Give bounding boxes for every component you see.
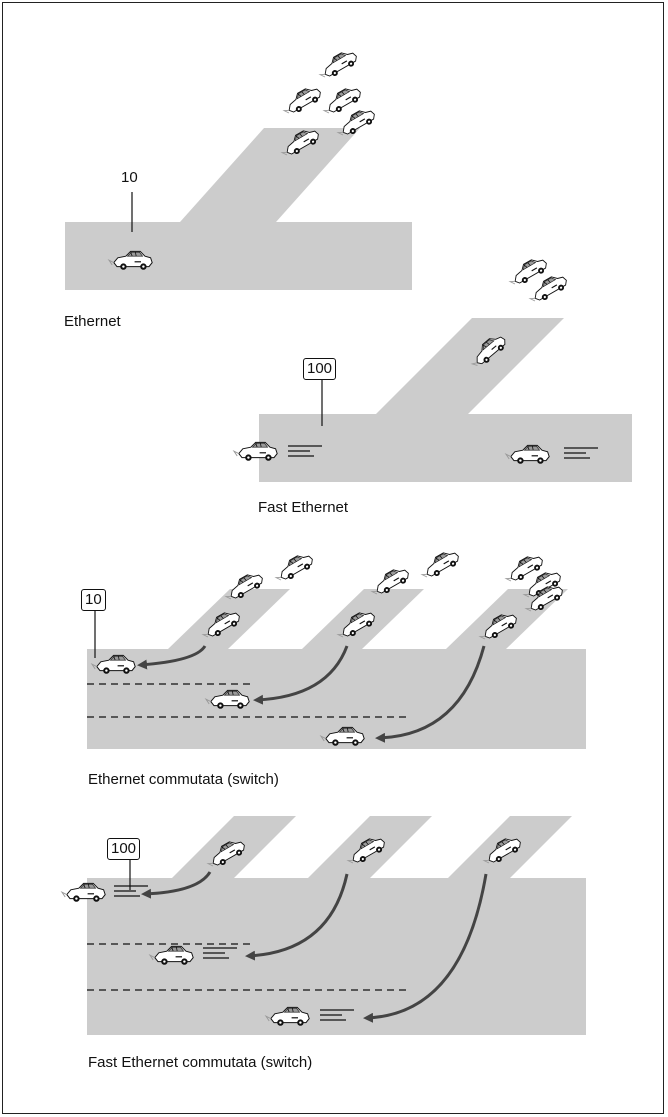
route-arrow: [141, 871, 212, 899]
caption-switched-ethernet: Ethernet commutata (switch): [88, 771, 279, 788]
route-arrow: [137, 645, 207, 670]
route-arrow: [245, 873, 349, 961]
car-icon: [279, 82, 325, 119]
car-icon: [417, 546, 463, 583]
speed-label-fast-ethernet: 100: [303, 358, 337, 380]
caption-ethernet: Ethernet: [64, 313, 121, 330]
speed-label-switched-fast-ethernet: 100: [107, 838, 141, 860]
panel-switched-ethernet: [87, 546, 586, 749]
panel-switched-fast-ethernet: [61, 816, 586, 1035]
speed-label-switched-ethernet: 10: [81, 589, 106, 611]
car-icon: [525, 270, 571, 307]
car-icon: [315, 46, 361, 83]
route-arrow: [253, 645, 349, 705]
route-arrow: [375, 645, 486, 743]
road-branch: [376, 318, 564, 414]
car-icon: [271, 549, 317, 586]
caption-fast-ethernet: Fast Ethernet: [258, 499, 349, 516]
route-arrow: [363, 873, 488, 1023]
road-main: [65, 222, 412, 290]
panel-fast-ethernet: [233, 253, 632, 482]
road-branch: [180, 128, 360, 222]
speed-label-ethernet: 10: [121, 169, 138, 186]
caption-switched-fast-ethernet: Fast Ethernet commutata (switch): [88, 1054, 313, 1071]
panel-ethernet: [65, 46, 412, 290]
